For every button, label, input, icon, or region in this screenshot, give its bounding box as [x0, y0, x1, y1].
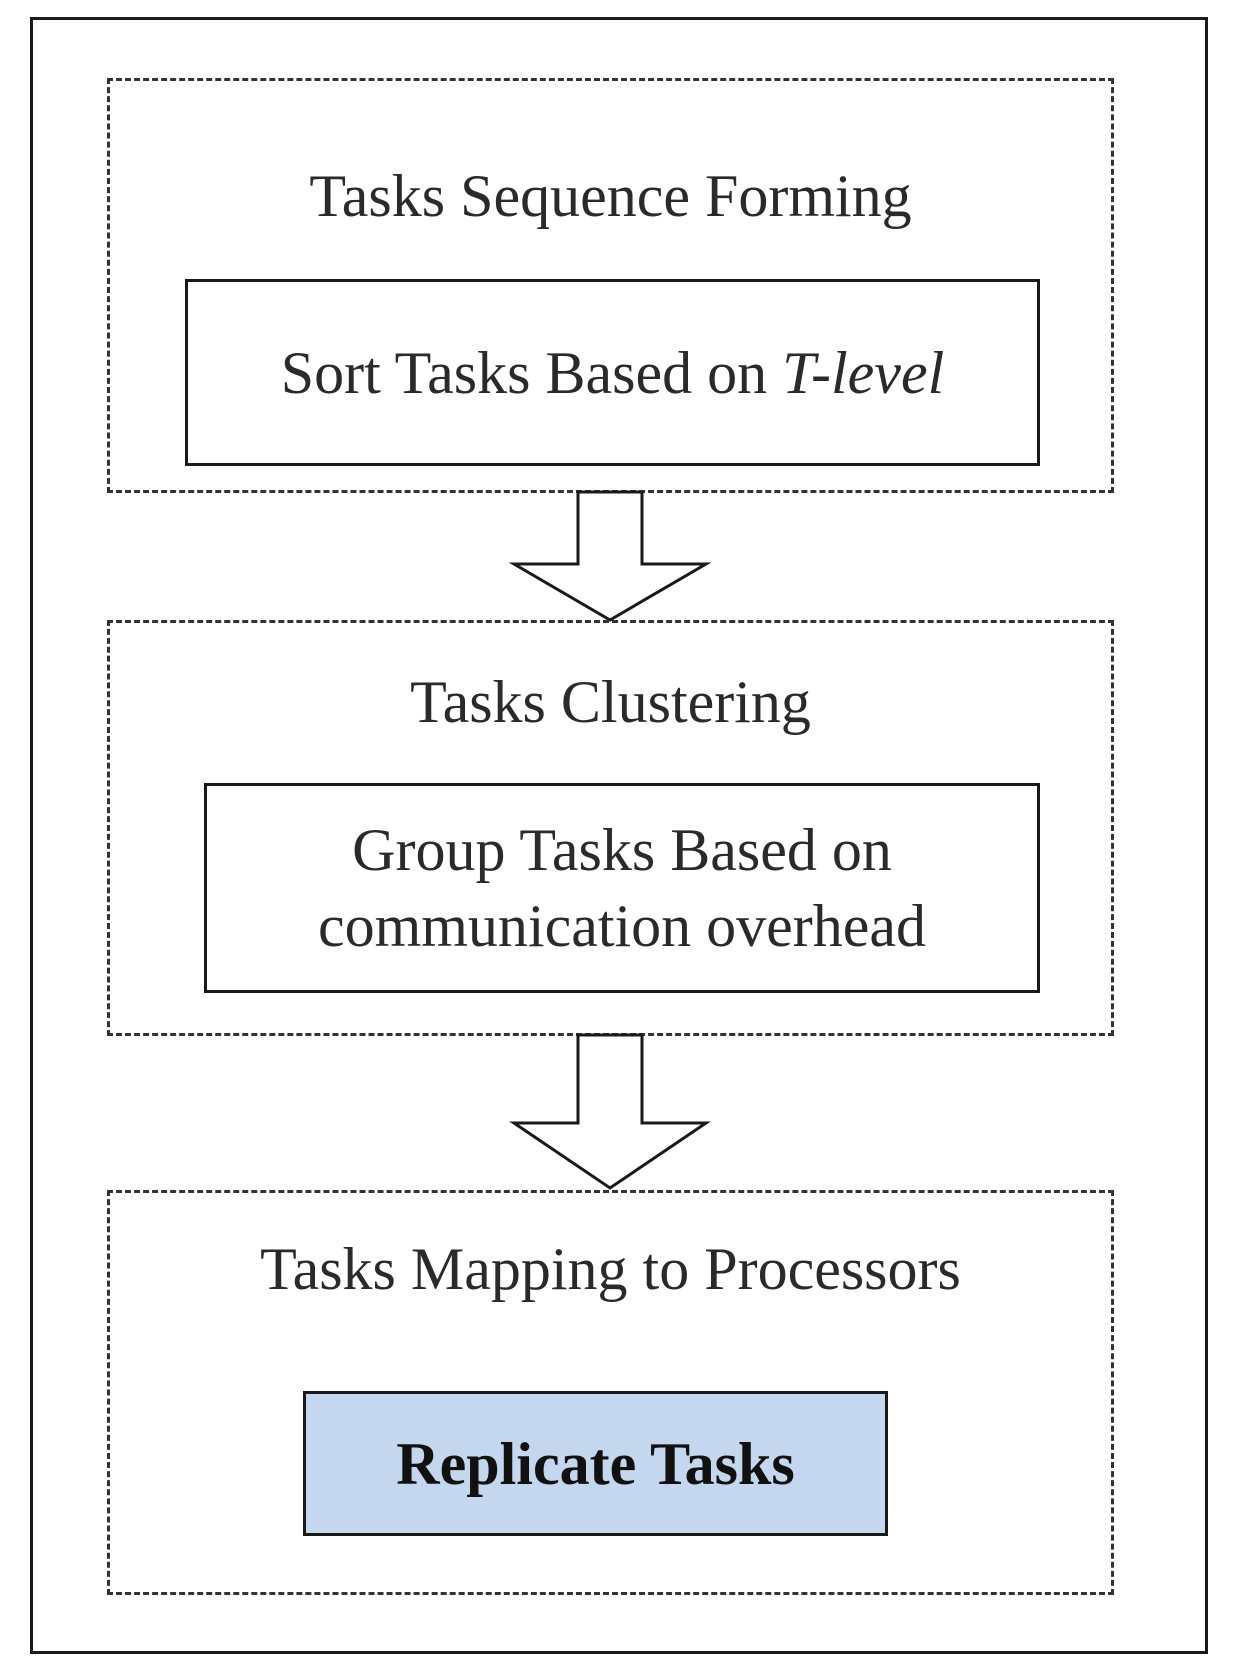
- stage-tasks-mapping: Tasks Mapping to Processors Replicate Ta…: [107, 1190, 1114, 1595]
- step-replicate-tasks: Replicate Tasks: [303, 1391, 888, 1536]
- step-group-tasks: Group Tasks Based on communication overh…: [204, 783, 1040, 993]
- stage-title: Tasks Clustering: [410, 669, 811, 735]
- stage-title: Tasks Sequence Forming: [309, 163, 912, 229]
- step-text-line2: communication overhead: [317, 893, 927, 959]
- t-level-term: T-level: [782, 339, 945, 406]
- step-text: Replicate Tasks: [396, 1430, 795, 1497]
- flow-arrow-2: [509, 1033, 711, 1190]
- stage-tasks-sequence-forming: Tasks Sequence Forming Sort Tasks Based …: [107, 78, 1114, 493]
- stage-tasks-clustering: Tasks Clustering Group Tasks Based on co…: [107, 620, 1114, 1036]
- step-text-line1: Group Tasks Based on: [352, 817, 892, 883]
- step-sort-tasks: Sort Tasks Based on T-level: [185, 279, 1040, 466]
- stage-title: Tasks Mapping to Processors: [260, 1236, 961, 1302]
- flow-arrow-1: [508, 490, 712, 622]
- diagram-frame: [30, 17, 1208, 1654]
- step-text: Sort Tasks Based on: [280, 339, 783, 406]
